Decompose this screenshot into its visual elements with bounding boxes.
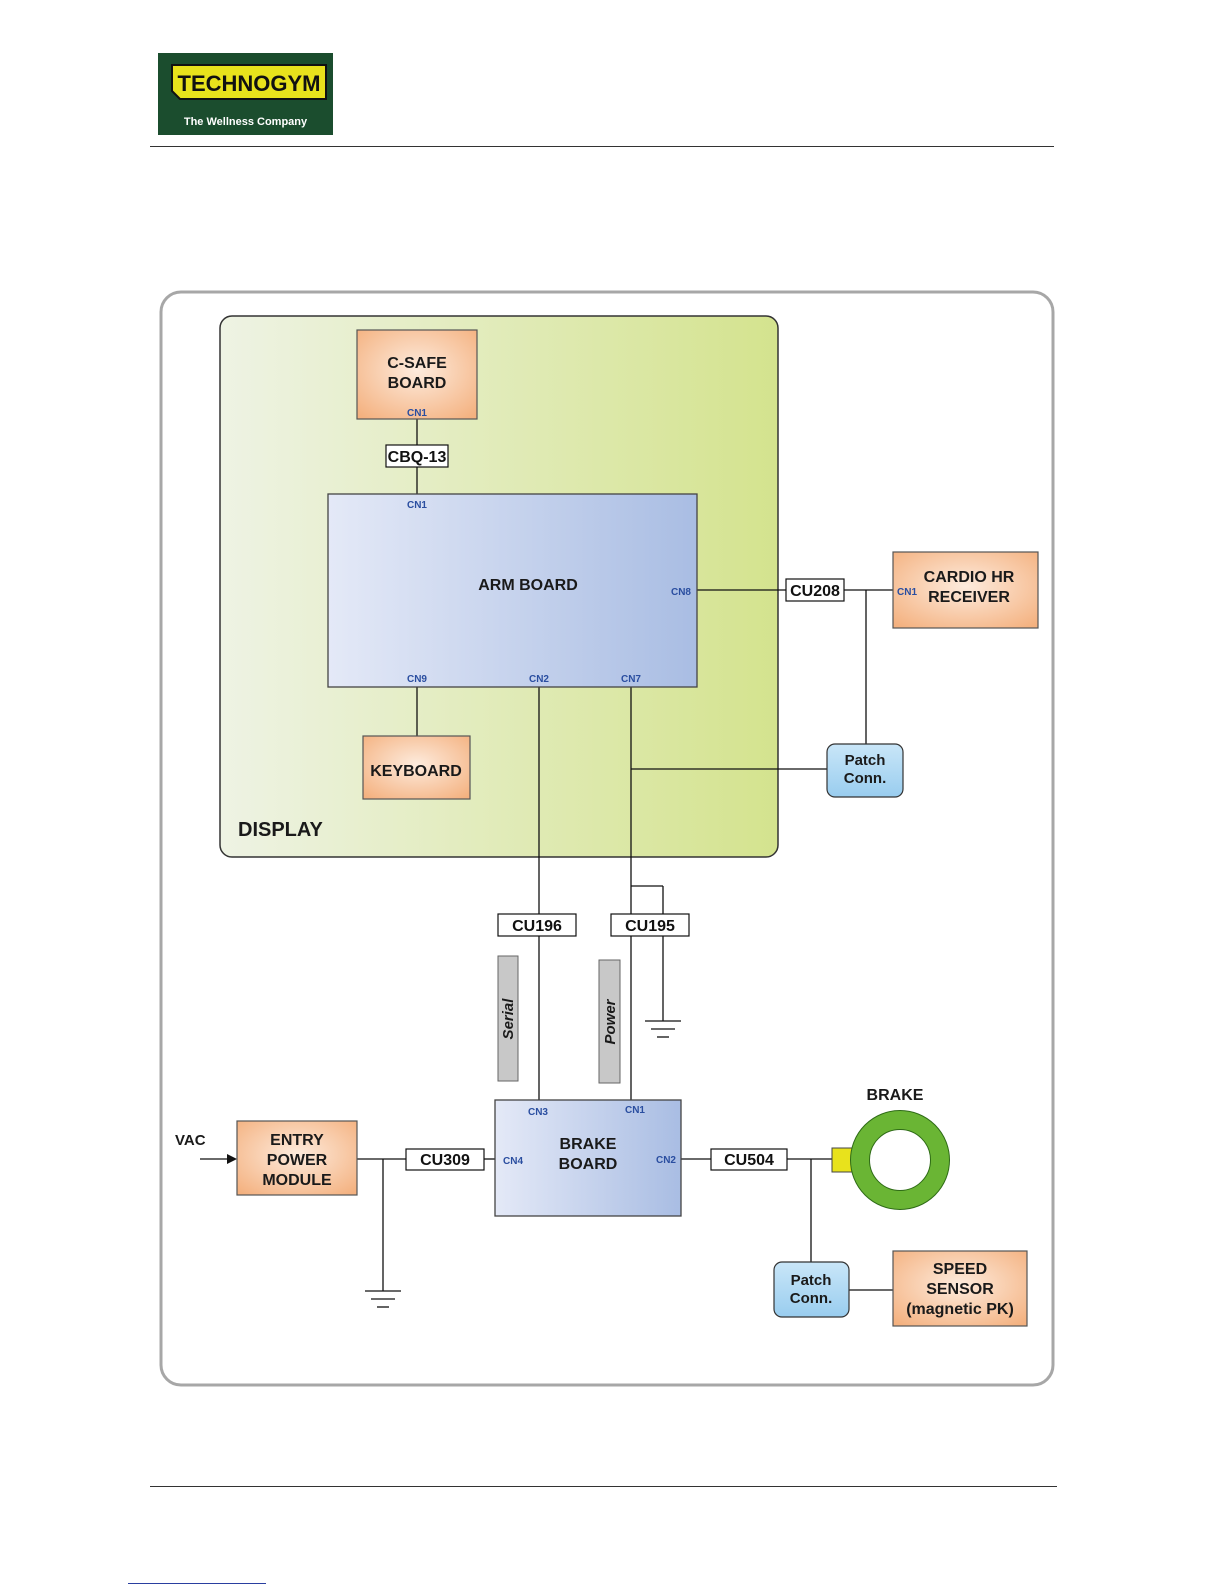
entry-power-module-label-line3: MODULE: [262, 1172, 332, 1189]
cable-cu504-label: CU504: [724, 1152, 774, 1169]
serial-bar-label: Serial: [500, 998, 517, 1040]
port-label: CN7: [621, 674, 641, 685]
keyboard-label: KEYBOARD: [370, 763, 462, 780]
cardio-hr-receiver-label-line2: RECEIVER: [928, 589, 1010, 606]
csafe-board-label-line1: C-SAFE: [387, 355, 447, 372]
port-label: CN1: [625, 1105, 645, 1116]
port-label: CN2: [529, 674, 549, 685]
speed-sensor-label-line3: (magnetic PK): [906, 1301, 1014, 1318]
csafe-board-label-line2: BOARD: [388, 375, 447, 392]
brake-board-label-line2: BOARD: [559, 1156, 618, 1173]
speed-sensor-label-line2: SENSOR: [926, 1281, 994, 1298]
vac-label: VAC: [175, 1132, 206, 1149]
patch-connector-top-label-line2: Conn.: [844, 770, 887, 787]
entry-power-module-label-line1: ENTRY: [270, 1132, 324, 1149]
display-label: DISPLAY: [238, 819, 324, 841]
power-bar-label: Power: [602, 998, 619, 1044]
cable-cu196-label: CU196: [512, 918, 562, 935]
port-label: CN1: [897, 587, 917, 598]
port-label: CN8: [671, 587, 691, 598]
cable-cu309-label: CU309: [420, 1152, 470, 1169]
brake-label: BRAKE: [867, 1087, 924, 1104]
cable-cu195-label: CU195: [625, 918, 675, 935]
cable-cbq13-label: CBQ-13: [388, 449, 447, 466]
port-label: CN1: [407, 408, 427, 419]
patch-connector-bottom-label-line2: Conn.: [790, 1290, 833, 1307]
patch-connector-top-label-line1: Patch: [845, 752, 886, 769]
port-label: CN1: [407, 500, 427, 511]
cable-cu208-label: CU208: [790, 583, 840, 600]
port-label: CN3: [528, 1107, 548, 1118]
patch-connector-bottom-label-line1: Patch: [791, 1272, 832, 1289]
arm-board-label: ARM BOARD: [478, 577, 578, 594]
port-label: CN2: [656, 1155, 676, 1166]
brake-board-label-line1: BRAKE: [560, 1136, 617, 1153]
speed-sensor-label-line1: SPEED: [933, 1261, 987, 1278]
port-label: CN4: [503, 1156, 523, 1167]
port-label: CN9: [407, 674, 427, 685]
cardio-hr-receiver-label-line1: CARDIO HR: [924, 569, 1015, 586]
entry-power-module-label-line2: POWER: [267, 1152, 328, 1169]
